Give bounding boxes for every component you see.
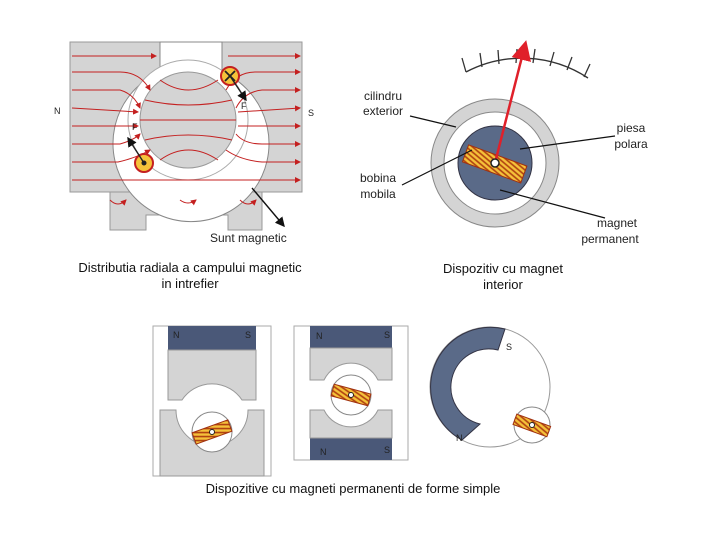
pivot [490,158,500,168]
label-outer-cylinder-1: cilindru [364,89,402,103]
device2-label-north-bottom: N [320,447,327,457]
label-permanent-magnet-1: magnet [597,216,638,230]
device3-magnet-segment [430,326,506,441]
device3-label-south: S [506,342,512,352]
label-force-top: F [241,101,247,111]
device1-pole-shoes [167,349,257,401]
caption-radial-field-1: Distributia radiala a campului magnetic [78,260,302,275]
device3-label-north: N [456,433,463,443]
device1-label-south: S [245,330,251,340]
force-arrow-bottom [127,136,145,164]
inner-magnet-device [401,40,616,228]
device2-pole-top [309,347,393,381]
caption-radial-field-2: in intrefier [161,276,219,291]
field-lines [71,53,301,206]
device1-magnet [168,326,256,350]
caption-inner-magnet-1: Dispozitiv cu magnet [443,261,563,276]
simple-device-double [293,325,409,461]
label-pole-piece-2: polara [614,137,648,151]
device2-label-south-top: S [384,330,390,340]
label-force-bottom: F [132,122,138,132]
force-arrow-top [229,75,247,102]
caption-simple-devices: Dispozitive cu magneti permanenti de for… [206,481,501,496]
scale-ticks [461,48,591,78]
device2-magnet-top [310,326,392,348]
label-north-pole: N [54,106,61,116]
device1-label-north: N [173,330,180,340]
shunt-leader [251,187,285,228]
device2-magnet-bottom [310,438,392,460]
label-moving-coil-2: mobila [360,187,396,201]
device2-label-north-top: N [316,331,323,341]
label-outer-cylinder-2: exterior [363,104,403,118]
radial-field-magnet [69,41,303,231]
label-south-pole: S [308,108,314,118]
device2-label-south-bottom: S [384,445,390,455]
label-magnetic-shunt: Sunt magnetic [210,231,287,245]
label-permanent-magnet-2: permanent [581,232,639,246]
label-pole-piece-1: piesa [617,121,646,135]
caption-inner-magnet-2: interior [483,277,523,292]
leader-lines [401,115,616,219]
simple-device-ring [429,326,552,448]
simple-device-u [152,325,272,477]
device2-pole-bottom [309,409,393,439]
pointer-needle [493,40,531,164]
label-moving-coil-1: bobina [360,171,396,185]
scale-arc [465,57,589,79]
